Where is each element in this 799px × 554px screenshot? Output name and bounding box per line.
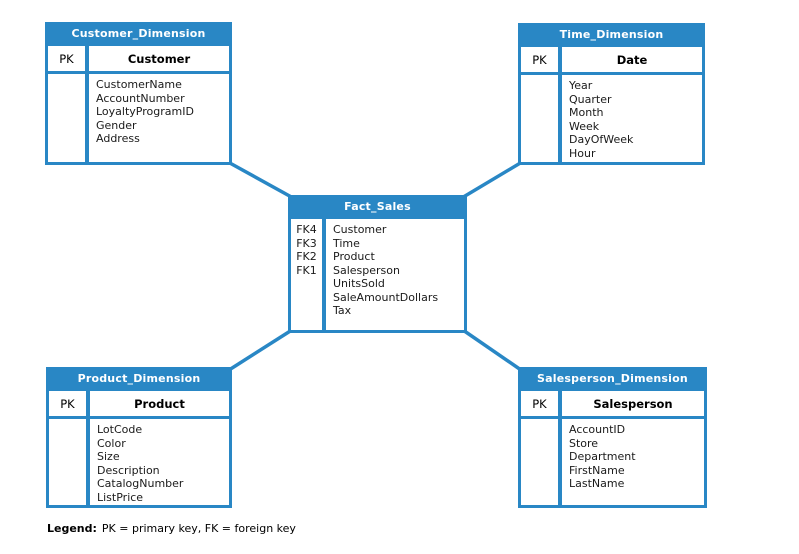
attribute: Customer xyxy=(333,223,387,236)
attribute: Year xyxy=(569,79,593,92)
table-customer-dimension: Customer_Dimension PK Customer CustomerN… xyxy=(45,22,232,165)
table-title: Customer_Dimension xyxy=(71,27,206,40)
connector-salesperson-fact xyxy=(459,326,522,372)
attribute: FirstName xyxy=(569,463,625,477)
connector-customer-fact xyxy=(227,160,296,201)
key-name: Date xyxy=(562,47,702,72)
legend-text: PK = primary key, FK = foreign key xyxy=(101,522,296,535)
pk-label: PK xyxy=(48,46,85,71)
attribute: Salesperson xyxy=(333,263,400,277)
pk-empty-cell xyxy=(48,74,85,162)
attribute: Store xyxy=(569,436,599,450)
fk-label: FK1 xyxy=(296,263,317,277)
attribute: Product xyxy=(333,250,375,263)
table-title: Product_Dimension xyxy=(77,372,201,385)
attribute: Hour xyxy=(569,146,596,160)
attribute: SaleAmountDollars xyxy=(333,290,439,304)
attribute: LoyaltyProgramID xyxy=(96,105,194,118)
attribute: DayOfWeek xyxy=(569,133,634,146)
table-title: Time_Dimension xyxy=(559,28,664,41)
attribute: Department xyxy=(569,450,636,463)
pk-empty-cell xyxy=(521,419,558,505)
attribute: ListPrice xyxy=(97,490,144,504)
pk-label: PK xyxy=(521,391,558,416)
attribute: LastName xyxy=(569,477,625,490)
attribute: Color xyxy=(97,436,126,450)
attribute: Gender xyxy=(96,118,137,132)
attribute: Month xyxy=(569,106,604,119)
attribute: AccountID xyxy=(569,423,626,436)
attribute: CustomerName xyxy=(96,78,182,91)
attribute: Address xyxy=(96,132,140,145)
attribute: LotCode xyxy=(97,423,143,436)
attribute: UnitsSold xyxy=(333,277,385,290)
key-name: Customer xyxy=(89,46,229,71)
attribute: AccountNumber xyxy=(96,91,185,105)
connector-product-fact xyxy=(228,326,296,372)
table-salesperson-dimension: Salesperson_Dimension PK Salesperson Acc… xyxy=(518,367,707,508)
key-name: Product xyxy=(90,391,229,416)
attribute: Week xyxy=(569,119,600,133)
legend-label: Legend: xyxy=(47,522,97,535)
connector-time-fact xyxy=(459,160,523,201)
attribute: Quarter xyxy=(569,92,612,106)
pk-label: PK xyxy=(49,391,86,416)
attribute: Time xyxy=(333,236,360,250)
table-title: Salesperson_Dimension xyxy=(537,372,688,385)
pk-empty-cell xyxy=(521,75,558,162)
pk-empty-cell xyxy=(49,419,86,505)
fk-label: FK4 xyxy=(296,223,317,236)
attribute: Description xyxy=(97,463,160,477)
attribute: Tax xyxy=(333,304,352,317)
attribute: Size xyxy=(97,450,120,463)
fk-label: FK3 xyxy=(296,236,317,250)
key-name: Salesperson xyxy=(562,391,704,416)
legend: Legend: PK = primary key, FK = foreign ke… xyxy=(47,522,296,535)
fk-label: FK2 xyxy=(296,250,317,263)
table-title: Fact_Sales xyxy=(344,200,411,213)
pk-label: PK xyxy=(521,47,558,72)
attribute: CatalogNumber xyxy=(97,477,184,490)
